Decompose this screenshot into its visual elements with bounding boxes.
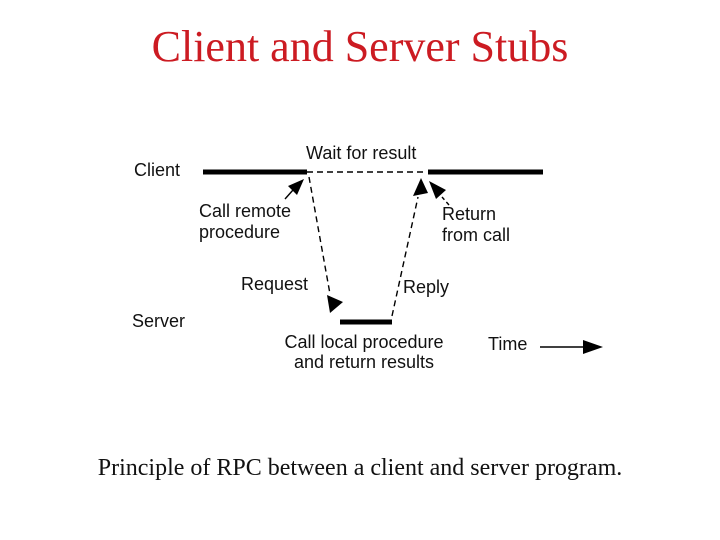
return-from-call-line1: Return <box>442 204 497 224</box>
return-annotation-arrow <box>429 181 450 206</box>
wait-for-result-label: Wait for result <box>306 143 417 163</box>
time-arrowhead <box>583 340 603 354</box>
call-remote-procedure-label: Call remote procedure <box>199 201 291 243</box>
reply-arrow-line <box>391 196 419 317</box>
call-local-procedure-line2: and return results <box>293 352 435 372</box>
request-arrow-line <box>308 176 331 295</box>
return-from-call-label: Return from call <box>442 204 510 246</box>
request-label: Request <box>241 274 309 294</box>
return-annotation-arrowhead <box>429 181 446 199</box>
return-annotation-line <box>441 196 450 206</box>
call-local-procedure-label: Call local procedure and return results <box>254 332 474 372</box>
reply-label: Reply <box>403 277 450 297</box>
request-arrowhead <box>327 295 343 313</box>
server-label: Server <box>132 311 186 331</box>
return-from-call-line2: from call <box>442 225 511 245</box>
call-annotation-line <box>284 189 294 200</box>
client-label: Client <box>134 160 181 180</box>
time-label: Time <box>488 334 528 354</box>
call-remote-procedure-line2: procedure <box>199 222 281 242</box>
call-local-procedure-line1: Call local procedure <box>284 332 444 352</box>
call-remote-procedure-line1: Call remote <box>199 201 292 221</box>
call-annotation-arrowhead <box>288 179 304 195</box>
slide-title: Client and Server Stubs <box>151 22 569 71</box>
caption: Principle of RPC between a client and se… <box>97 455 623 481</box>
call-annotation-arrow <box>284 179 304 200</box>
reply-arrow <box>391 178 428 317</box>
reply-arrowhead <box>413 178 428 196</box>
request-arrow <box>308 176 343 313</box>
time-arrow <box>540 340 603 354</box>
